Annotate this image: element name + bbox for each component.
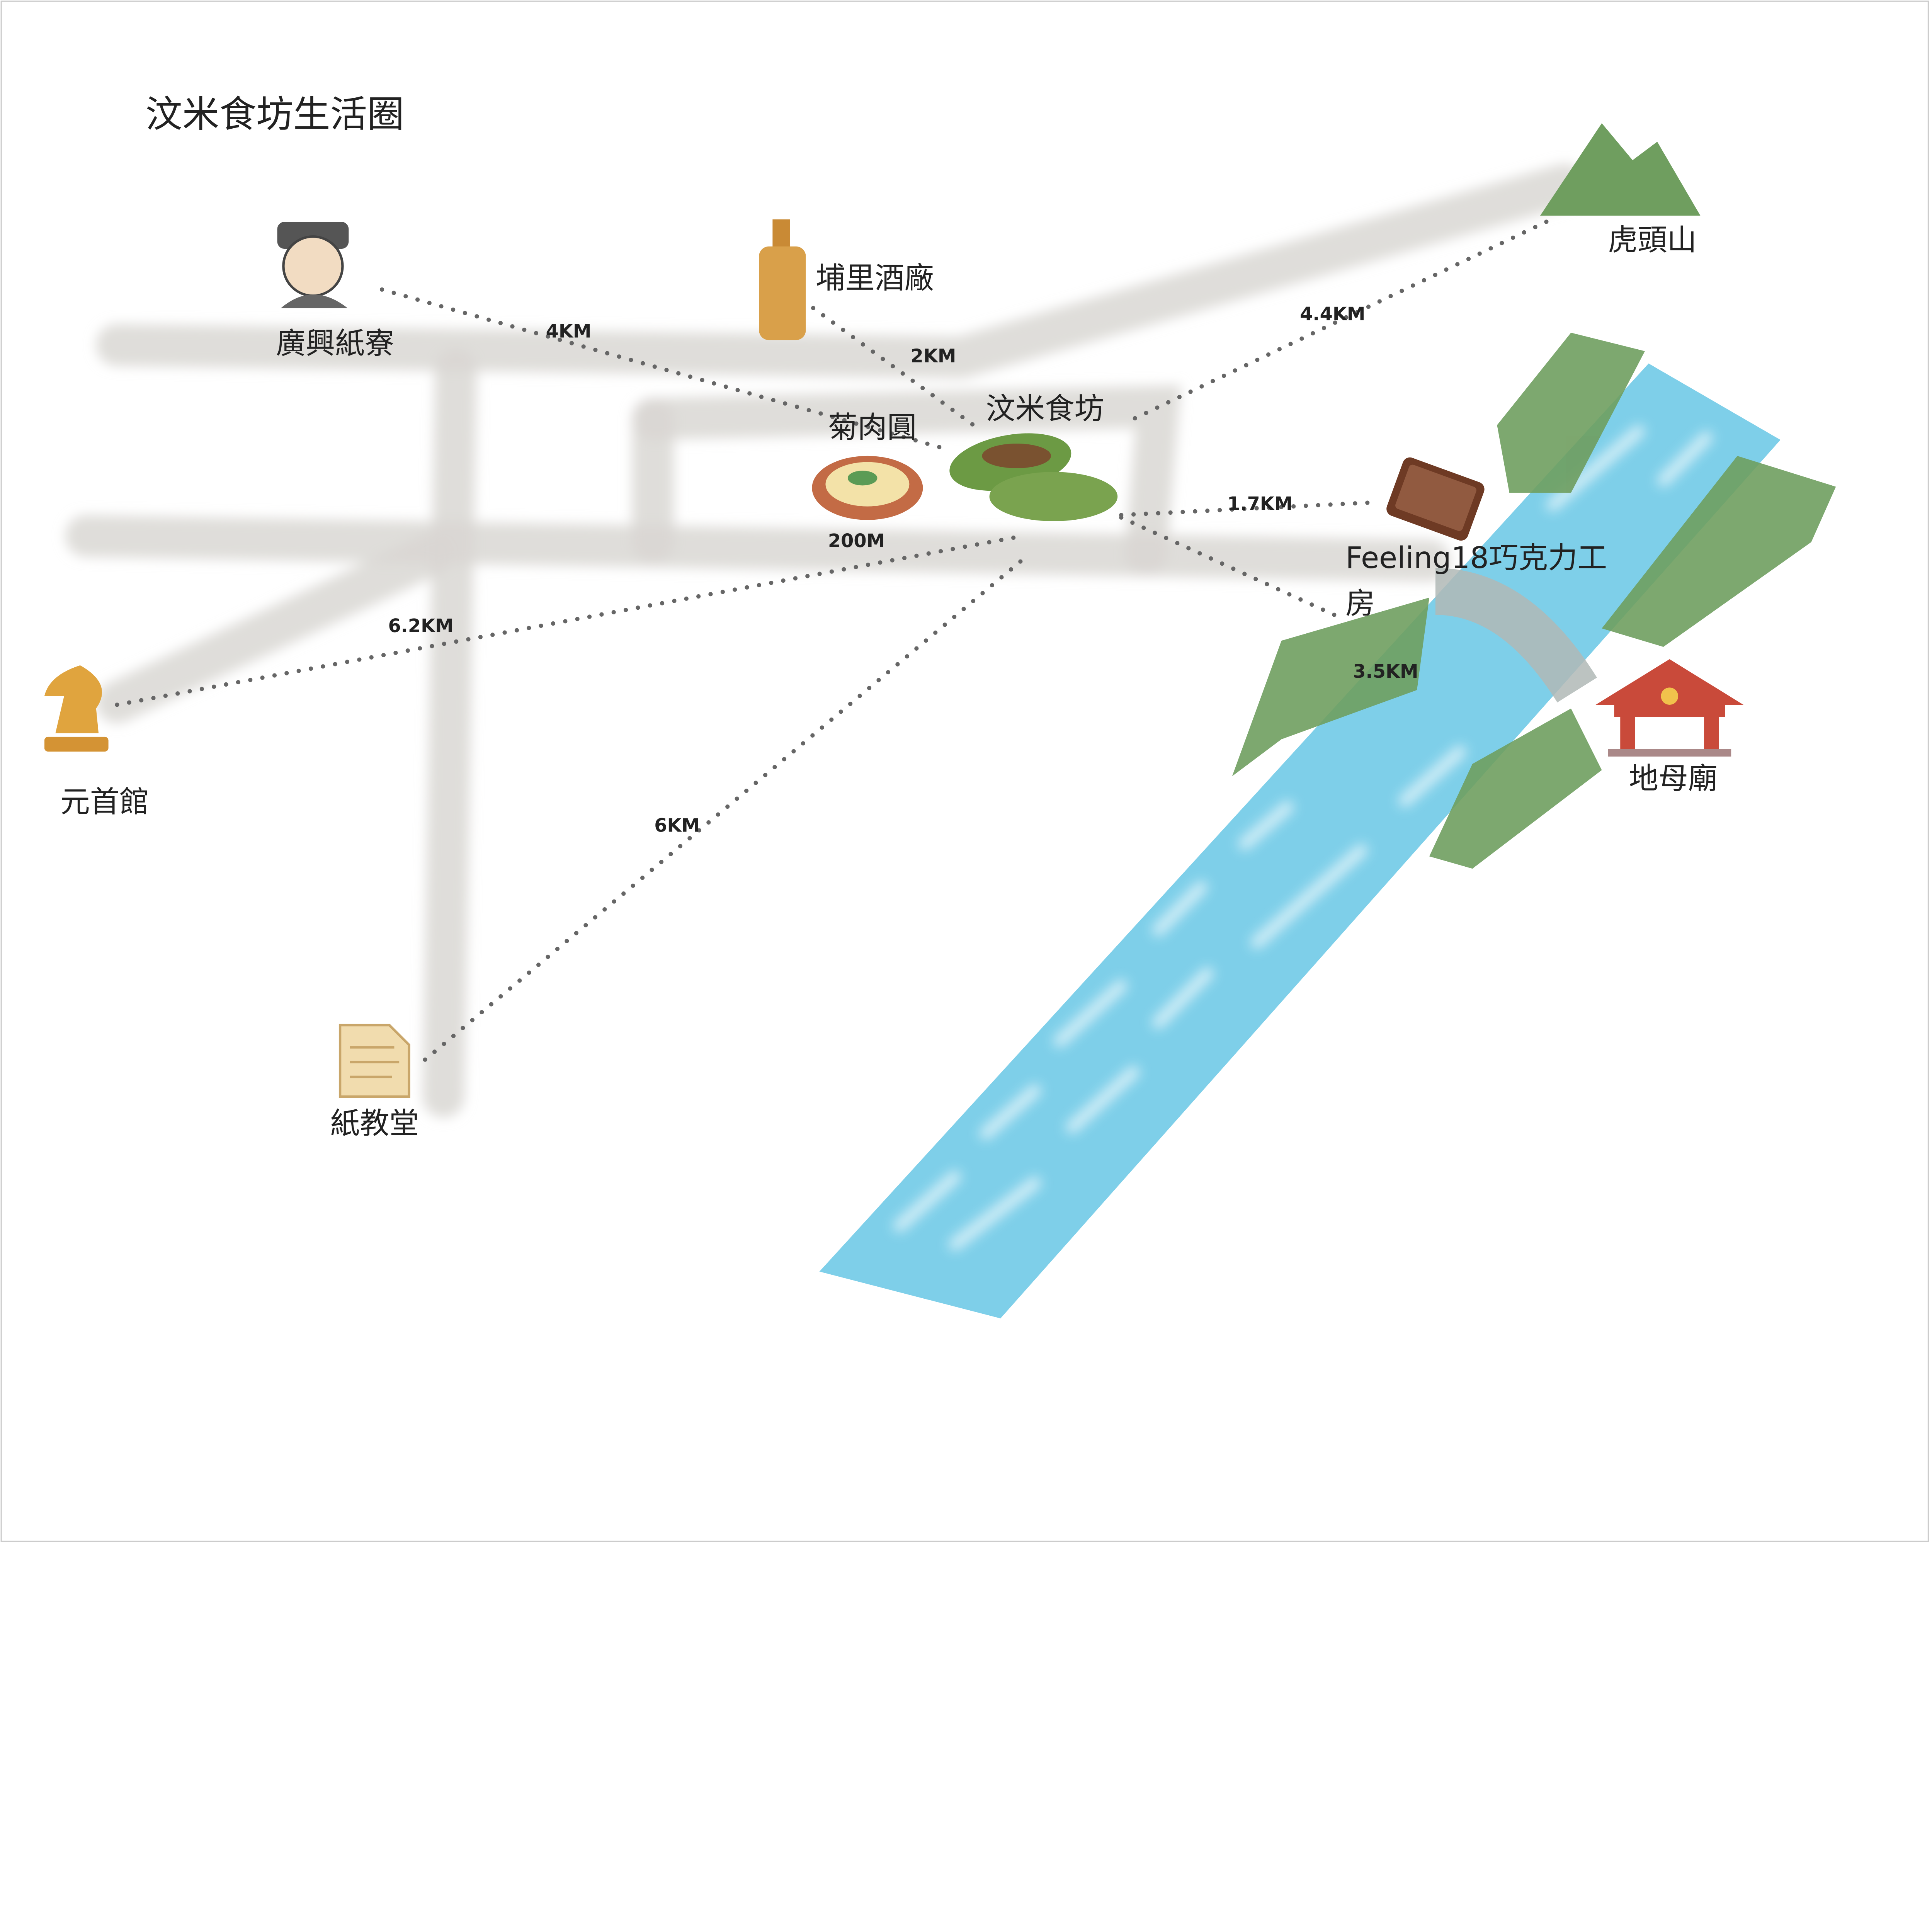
document-icon	[338, 1024, 410, 1098]
mountain-icon	[1540, 123, 1701, 216]
place-label-puli-winery[interactable]: 埔里酒廠	[816, 261, 934, 296]
place-label-guangxing[interactable]: 廣興紙寮	[276, 327, 394, 361]
place-label-paper-dome[interactable]: 紙教堂	[330, 1107, 419, 1141]
place-label-center[interactable]: 汶米食坊	[986, 392, 1104, 426]
distance-label-hutoushan: 4.4KM	[1300, 304, 1365, 325]
distance-label-feeling18: 1.7KM	[1227, 493, 1293, 515]
bottle-icon	[759, 219, 806, 340]
place-label-feeling18[interactable]: Feeling18巧克力工	[1345, 541, 1607, 575]
dumpling-icon	[949, 433, 1118, 521]
distance-label-dimu-temple: 3.5KM	[1353, 661, 1418, 682]
chocolate-icon	[1386, 457, 1485, 541]
distance-label-puli-winery: 2KM	[911, 345, 956, 367]
map-title: 汶米食坊生活圈	[145, 92, 404, 136]
distance-label-yuanshou-hall: 6.2KM	[388, 616, 453, 637]
place-label-yuanshou-hall[interactable]: 元首館	[60, 785, 149, 819]
roads	[65, 164, 1586, 1118]
bridge	[1435, 568, 1597, 702]
distance-label-paper-dome: 6KM	[654, 815, 700, 836]
distance-label-ju-rouyuan: 200M	[828, 531, 885, 552]
chess-knight-icon	[44, 665, 109, 752]
paper-maker-icon	[277, 221, 349, 308]
meatball-plate-icon	[812, 456, 923, 520]
place-label-feeling18-wrap[interactable]: 房	[1345, 587, 1375, 621]
place-label-ju-rouyuan[interactable]: 菊肉圓	[828, 410, 917, 445]
distance-routes	[115, 219, 1549, 1062]
river-banks	[1232, 332, 1836, 869]
place-label-dimu-temple[interactable]: 地母廟	[1629, 762, 1718, 796]
map-canvas: 汶米食坊生活圈 汶米食坊 廣興紙寮 4KM 埔里酒廠 2KM 虎頭山 4.4KM…	[0, 0, 1929, 1542]
river	[819, 363, 1781, 1318]
distance-label-guangxing: 4KM	[546, 321, 592, 342]
place-label-hutoushan[interactable]: 虎頭山	[1608, 223, 1697, 257]
temple-icon	[1595, 659, 1744, 757]
